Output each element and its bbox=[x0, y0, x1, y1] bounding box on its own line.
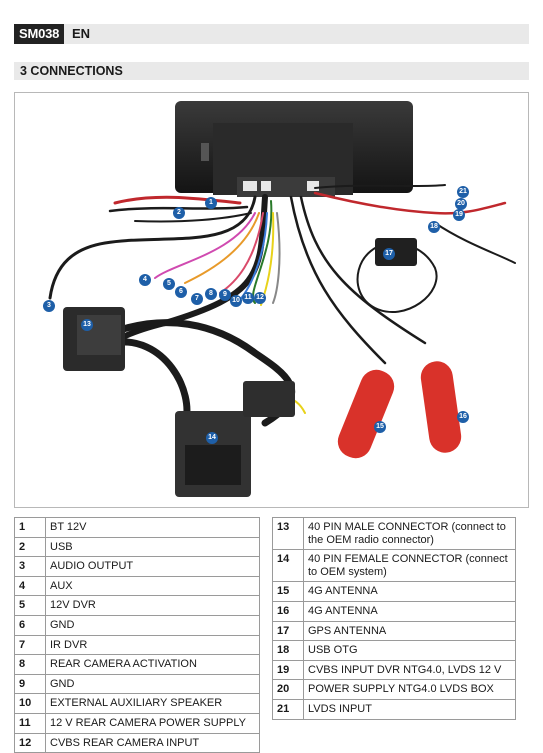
legend-description: CVBS INPUT DVR NTG4.0, LVDS 12 V bbox=[303, 659, 516, 681]
callout: 3 bbox=[43, 300, 55, 312]
callout: 14 bbox=[206, 432, 218, 444]
callout: 8 bbox=[205, 288, 217, 300]
legend-number: 18 bbox=[272, 640, 304, 661]
4g-antennas bbox=[337, 361, 462, 459]
legend-number: 3 bbox=[14, 556, 46, 577]
legend-number: 6 bbox=[14, 614, 46, 636]
callout: 18 bbox=[428, 221, 440, 233]
legend-description: LVDS INPUT bbox=[303, 698, 516, 720]
legend-number: 16 bbox=[272, 600, 304, 622]
legend-number: 20 bbox=[272, 679, 304, 700]
callout: 12 bbox=[254, 292, 266, 304]
document-header: SM038 EN bbox=[14, 24, 529, 44]
section-heading-bar: 3 CONNECTIONS bbox=[14, 62, 529, 80]
legend-description: AUDIO OUTPUT bbox=[45, 556, 260, 577]
legend-description: IR DVR bbox=[45, 634, 260, 656]
legend-number: 9 bbox=[14, 673, 46, 695]
legend-description: EXTERNAL AUXILIARY SPEAKER bbox=[45, 693, 260, 714]
legend-number: 19 bbox=[272, 659, 304, 681]
legend-number: 2 bbox=[14, 536, 46, 558]
callout-layer: 1 2 3 4 5 6 7 8 9 10 11 12 13 14 15 16 1… bbox=[15, 93, 528, 507]
legend-description: REAR CAMERA ACTIVATION bbox=[45, 654, 260, 675]
legend-number: 5 bbox=[14, 595, 46, 616]
legend-description: 40 PIN MALE CONNECTOR (connect to the OE… bbox=[303, 516, 516, 551]
legend-description: CVBS REAR CAMERA INPUT bbox=[45, 732, 260, 753]
model-code: SM038 bbox=[14, 24, 65, 44]
callout: 1 bbox=[205, 197, 217, 209]
callout: 16 bbox=[457, 411, 469, 423]
legend-description: 12 V REAR CAMERA POWER SUPPLY bbox=[45, 712, 260, 734]
language-code: EN bbox=[72, 26, 91, 41]
legend-description: USB bbox=[45, 536, 260, 558]
legend-number: 7 bbox=[14, 634, 46, 656]
section-title: 3 CONNECTIONS bbox=[20, 64, 123, 78]
legend-number: 1 bbox=[14, 517, 46, 538]
callout: 13 bbox=[81, 319, 93, 331]
callout: 6 bbox=[175, 286, 187, 298]
legend-number: 14 bbox=[272, 549, 304, 583]
legend-description: POWER SUPPLY NTG4.0 LVDS BOX bbox=[303, 679, 516, 700]
callout: 2 bbox=[173, 207, 185, 219]
callout: 19 bbox=[453, 209, 465, 221]
legend-description: AUX bbox=[45, 575, 260, 597]
legend-number: 11 bbox=[14, 712, 46, 734]
legend-number: 21 bbox=[272, 698, 304, 720]
callout: 10 bbox=[230, 295, 242, 307]
callout: 20 bbox=[455, 198, 467, 210]
callout: 11 bbox=[242, 292, 254, 304]
legend-number: 13 bbox=[272, 516, 304, 551]
legend-description: 40 PIN FEMALE CONNECTOR (connect to OEM … bbox=[303, 549, 516, 583]
connections-photo: 1 2 3 4 5 6 7 8 9 10 11 12 13 14 15 16 1… bbox=[14, 92, 529, 508]
legend-number: 17 bbox=[272, 620, 304, 642]
callout: 9 bbox=[219, 289, 231, 301]
legend-description: GND bbox=[45, 673, 260, 695]
callout: 7 bbox=[191, 293, 203, 305]
callout: 5 bbox=[163, 278, 175, 290]
legend-number: 8 bbox=[14, 654, 46, 675]
head-unit bbox=[175, 101, 413, 197]
legend-description: 4G ANTENNA bbox=[303, 581, 516, 602]
legend-number: 15 bbox=[272, 581, 304, 602]
legend-number: 12 bbox=[14, 732, 46, 753]
legend-description: 12V DVR bbox=[45, 595, 260, 616]
legend-description: BT 12V bbox=[45, 517, 260, 538]
wiring-harness-illustration bbox=[48, 101, 516, 497]
legend-description: GND bbox=[45, 614, 260, 636]
legend-number: 10 bbox=[14, 693, 46, 714]
legend-number: 4 bbox=[14, 575, 46, 597]
legend-description: USB OTG bbox=[303, 640, 516, 661]
callout: 4 bbox=[139, 274, 151, 286]
legend-description: GPS ANTENNA bbox=[303, 620, 516, 642]
callout: 15 bbox=[374, 421, 386, 433]
callout: 21 bbox=[457, 186, 469, 198]
legend-description: 4G ANTENNA bbox=[303, 600, 516, 622]
callout: 17 bbox=[383, 248, 395, 260]
